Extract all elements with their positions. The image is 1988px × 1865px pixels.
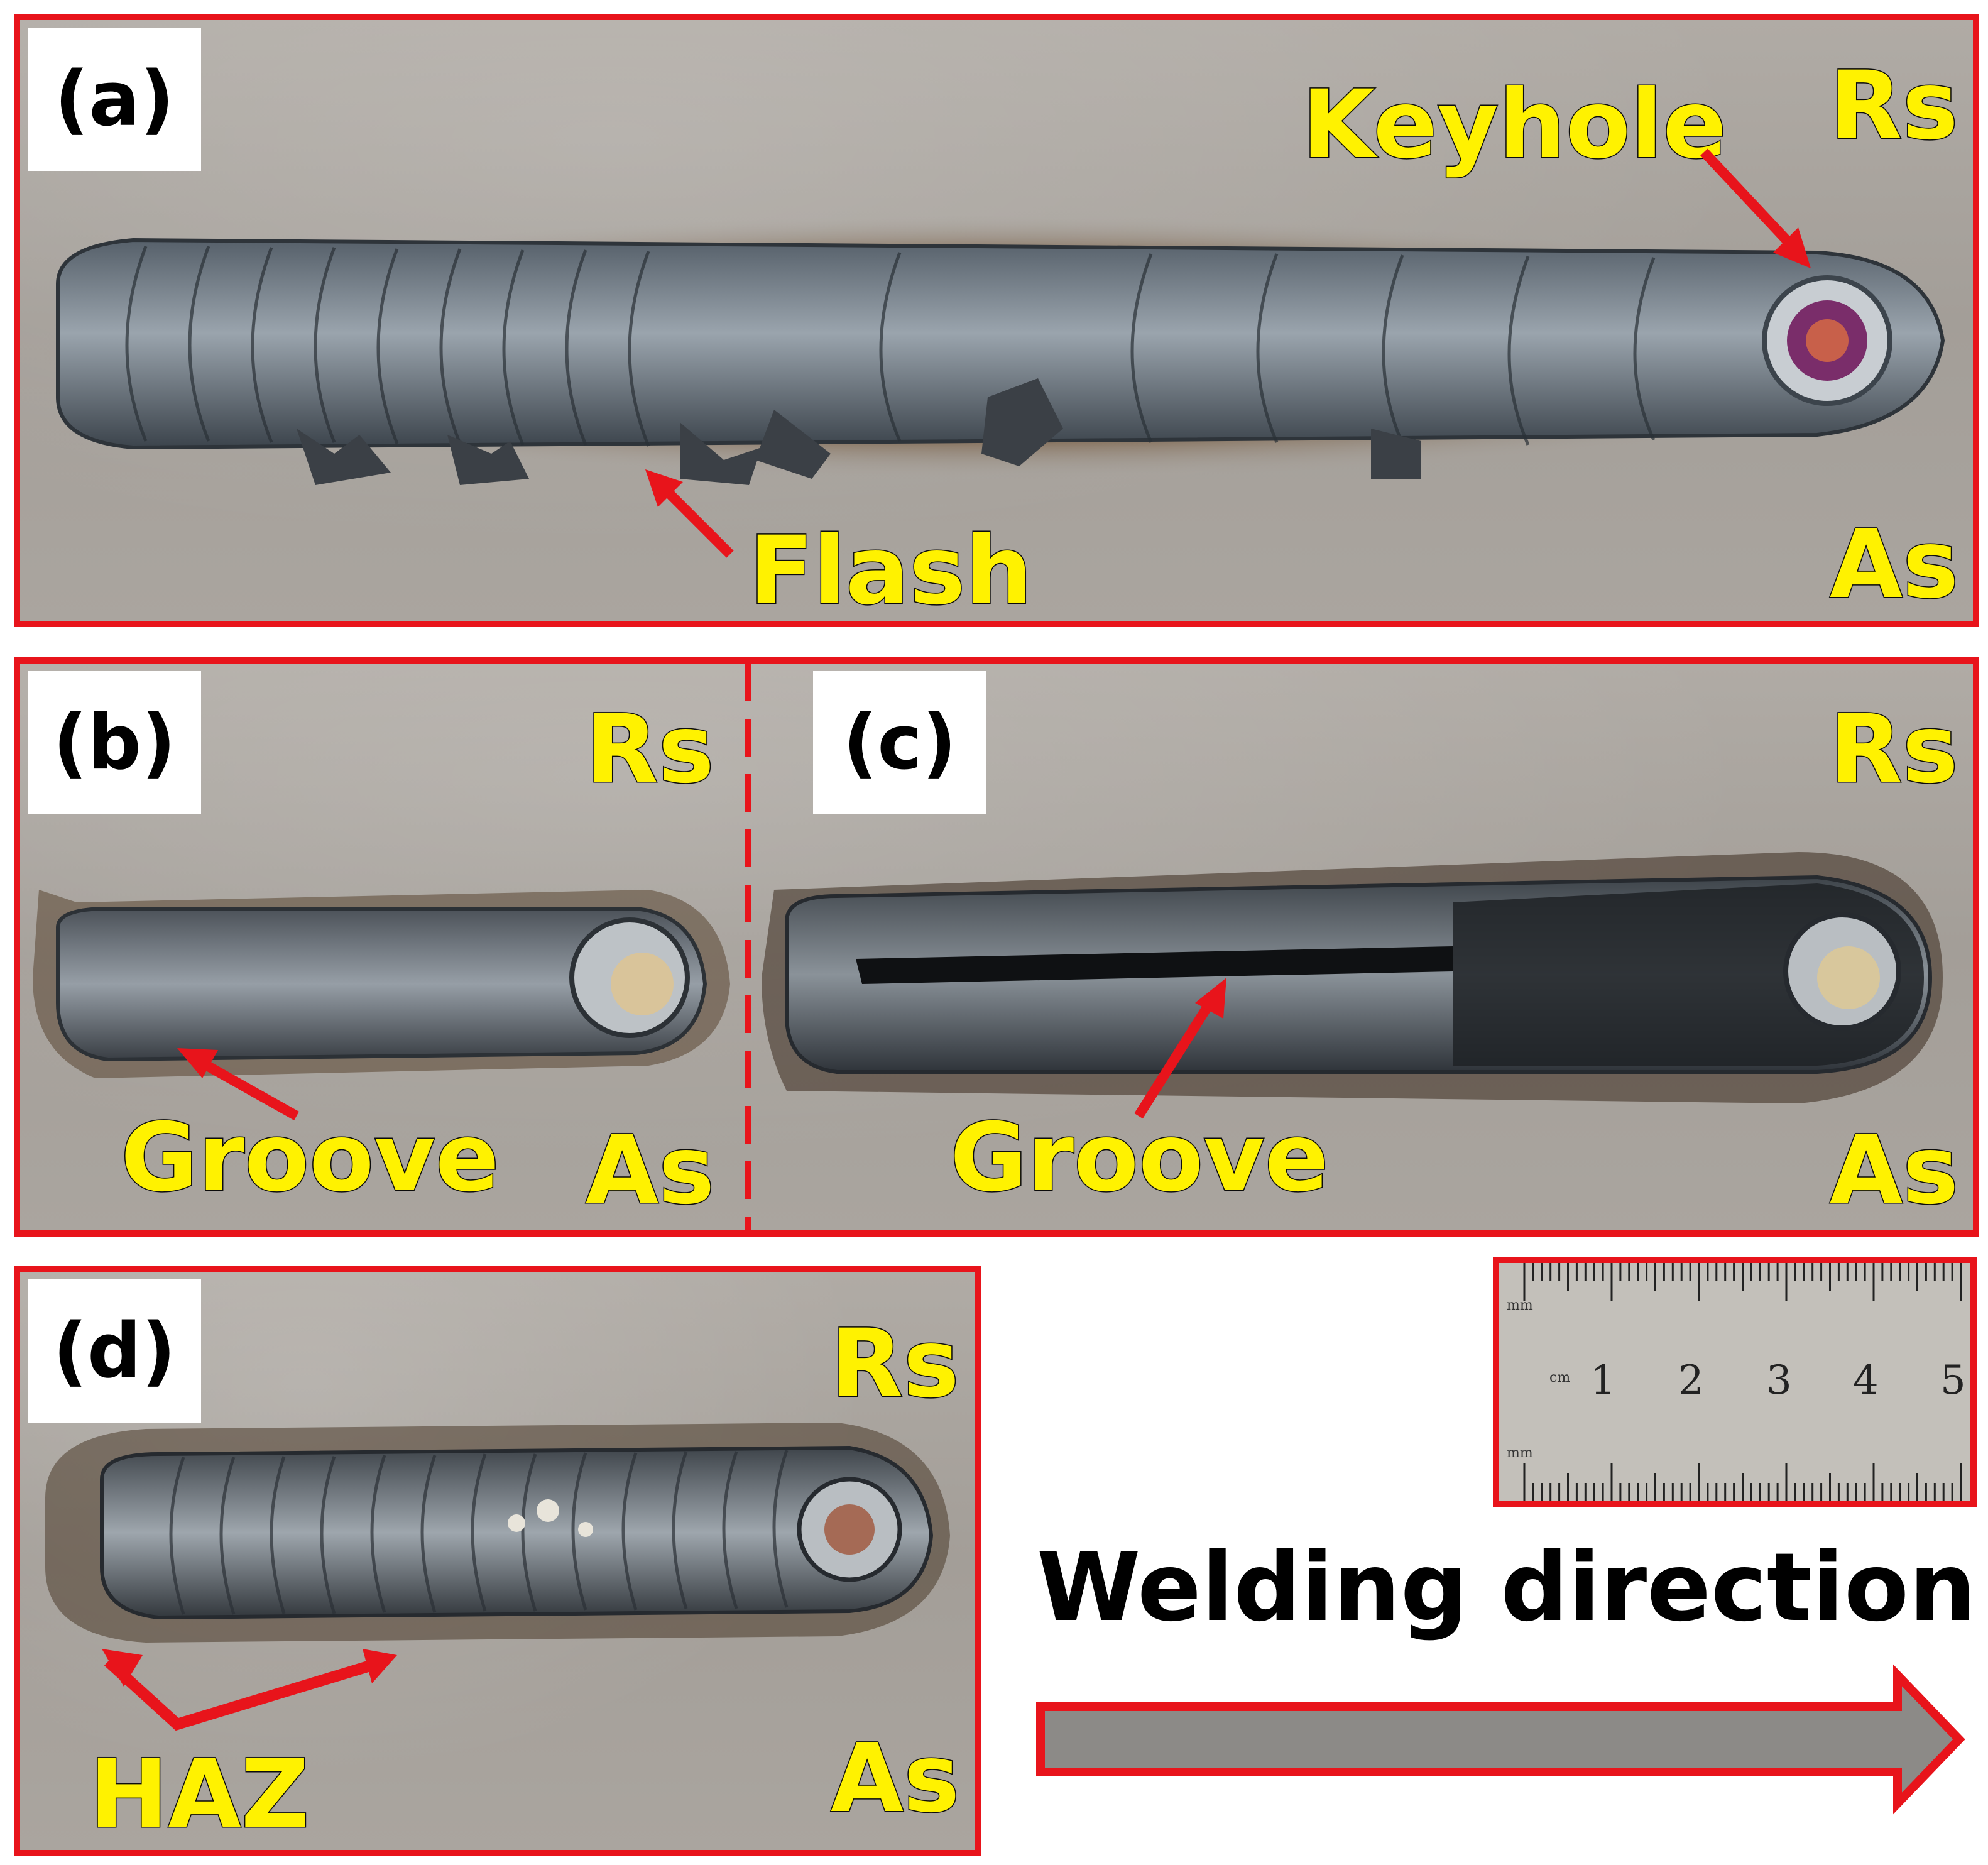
panel-c-groove-label: Groove <box>949 1103 1330 1214</box>
panel-a: (a) Rs As Keyhole Flash <box>14 14 1979 627</box>
panel-c-tag: (c) <box>813 671 986 814</box>
panel-d-rs-label: Rs <box>830 1309 961 1420</box>
panel-a-weld-bead <box>33 215 1955 485</box>
ruler-cm: cm <box>1549 1370 1571 1386</box>
panel-b-groove-arrow <box>177 1048 299 1120</box>
welding-direction-label: Welding direction <box>1037 1533 1976 1643</box>
haz-arrow <box>102 1649 397 1731</box>
panel-d-as-label: As <box>829 1724 960 1835</box>
panel-b-as-label: As <box>584 1115 715 1227</box>
panel-d-tag: (d) <box>28 1279 201 1423</box>
panel-c-rs-label: Rs <box>1829 694 1960 806</box>
panel-b-tag: (b) <box>28 671 201 814</box>
panel-a-tag: (a) <box>28 28 201 171</box>
panel-d-weld-bead <box>45 1423 950 1643</box>
ruler-panel: mm cm mm 1 2 3 4 5 <box>1493 1257 1977 1507</box>
flash-label: Flash <box>748 516 1033 626</box>
panel-c-groove-arrow <box>1134 978 1226 1119</box>
ruler-number: 5 <box>1940 1357 1966 1404</box>
panel-c-weld-bead <box>762 852 1943 1103</box>
keyhole-arrow <box>1700 148 1811 268</box>
panel-bc: (b) (c) Rs As Rs As Groove Groove <box>14 657 1979 1237</box>
welding-direction-arrow <box>1036 1664 1965 1815</box>
panel-b-groove-label: Groove <box>120 1103 501 1214</box>
ruler-mm-bottom: mm <box>1507 1445 1533 1461</box>
keyhole-label: Keyhole <box>1301 70 1727 181</box>
panel-divider <box>745 664 751 1230</box>
flash-arrow <box>645 469 734 558</box>
ruler-number: 3 <box>1766 1357 1792 1404</box>
ruler-number: 1 <box>1590 1357 1616 1404</box>
panel-a-as-label: As <box>1828 510 1959 621</box>
panel-d: (d) Rs As HAZ <box>14 1266 981 1856</box>
ruler-number: 2 <box>1678 1357 1704 1404</box>
haz-label: HAZ <box>88 1739 310 1851</box>
panel-a-rs-label: Rs <box>1829 51 1960 162</box>
panel-b-rs-label: Rs <box>585 694 716 806</box>
ruler-ticks <box>1523 1263 1962 1501</box>
panel-b-weld-bead <box>33 890 730 1078</box>
ruler-mm-top: mm <box>1507 1298 1533 1313</box>
panel-c-as-label: As <box>1828 1115 1959 1227</box>
ruler-number: 4 <box>1853 1357 1879 1404</box>
